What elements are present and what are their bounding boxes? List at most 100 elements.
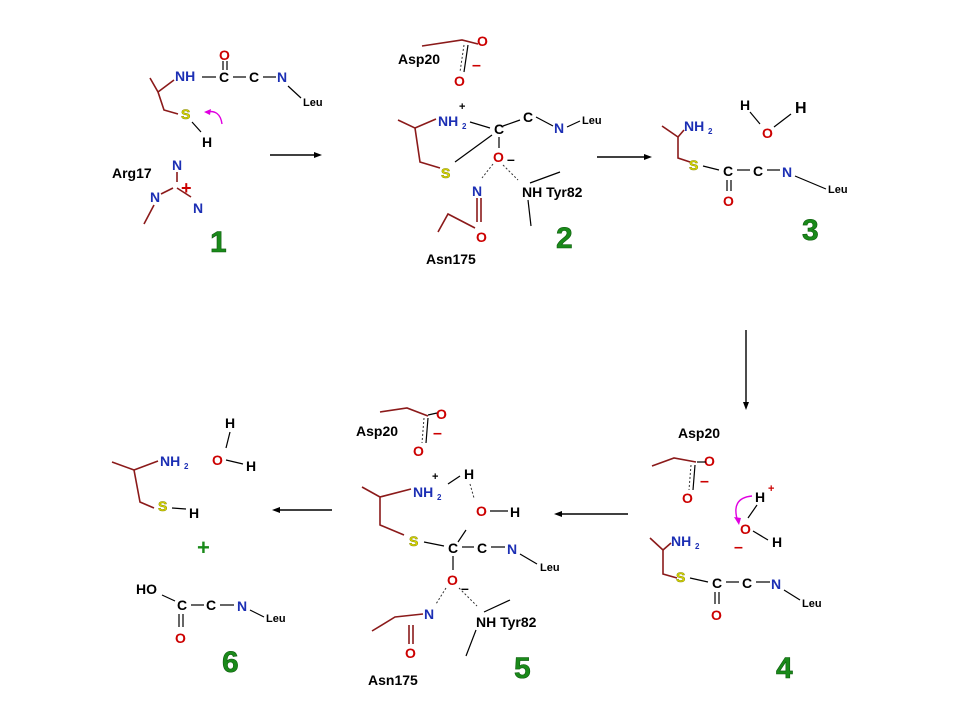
reaction-arrow-4-to-5 (554, 511, 628, 517)
atom-h: H (795, 100, 807, 117)
atom-o: O (219, 47, 230, 63)
asp20-label: Asp20 (356, 423, 398, 439)
atom-c: C (249, 69, 259, 85)
atom-c: C (723, 163, 733, 179)
step-number-6: 6 (222, 646, 239, 679)
atom-h: H (189, 505, 199, 521)
structure-6: H O H NH 2 S H + HO C O C N Leu 6 (111, 415, 286, 679)
tyr82-label: NH Tyr82 (522, 184, 583, 200)
atom-ho: HO (136, 581, 157, 597)
atom-h: H (755, 489, 765, 505)
atom-h: H (740, 97, 750, 113)
atom-n: N (771, 576, 781, 592)
atom-c: C (712, 575, 722, 591)
charge-plus: + (459, 101, 465, 113)
atom-o: O (413, 443, 424, 459)
charge-plus: + (768, 483, 774, 495)
atom-c: C (742, 575, 752, 591)
atom-nh2: NH (684, 118, 704, 134)
reaction-arrow-2-to-3 (597, 154, 652, 160)
arg17-label: Arg17 (112, 165, 152, 181)
atom-s: S (689, 157, 698, 173)
leu-label: Leu (582, 115, 602, 127)
structure-5: Asp20 O O – NH 2 + H O H S C C N Leu O –… (356, 406, 560, 688)
asp20-label: Asp20 (678, 425, 720, 441)
charge-minus: – (700, 473, 709, 490)
atom-c: C (177, 597, 187, 613)
atom-h: H (772, 534, 782, 550)
atom-nh2: NH (160, 453, 180, 469)
atom-o: O (175, 630, 186, 646)
leu-label: Leu (828, 184, 848, 196)
atom-h: H (464, 466, 474, 482)
atom-nh2: NH (671, 533, 691, 549)
step-number-1: 1 (210, 226, 227, 259)
leu-label: Leu (802, 598, 822, 610)
charge-plus: + (181, 178, 192, 198)
subscript-2: 2 (695, 542, 700, 551)
atom-o: O (476, 229, 487, 245)
step-number-5: 5 (514, 652, 531, 685)
atom-s: S (441, 165, 450, 181)
structure-1: NH C O C N Leu S H Arg17 N N N + 1 (112, 47, 323, 259)
atom-o: O (476, 503, 487, 519)
atom-s: S (676, 569, 685, 585)
atom-o: O (740, 521, 751, 537)
subscript-2: 2 (708, 127, 713, 136)
atom-n: N (507, 541, 517, 557)
atom-s: S (181, 106, 190, 122)
structure-2: Asp20 O O – NH 2 + C C N Leu S O – N O A… (397, 33, 602, 267)
charge-minus: – (433, 425, 442, 442)
step-number-3: 3 (802, 214, 819, 247)
step-number-4: 4 (776, 652, 793, 685)
atom-nh: NH (175, 68, 195, 84)
atom-o: O (447, 572, 458, 588)
atom-c: C (448, 540, 458, 556)
reaction-arrow-1-to-2 (270, 152, 322, 158)
leu-label: Leu (266, 613, 286, 625)
atom-n: N (554, 120, 564, 136)
atom-o: O (436, 406, 447, 422)
atom-o: O (477, 33, 488, 49)
atom-o: O (762, 125, 773, 141)
products-plus: + (197, 535, 210, 560)
atom-o: O (723, 193, 734, 209)
atom-c: C (219, 69, 229, 85)
atom-s: S (158, 498, 167, 514)
charge-minus: – (472, 57, 481, 74)
charge-minus: – (507, 151, 515, 167)
atom-o: O (493, 149, 504, 165)
atom-h: H (225, 415, 235, 431)
reaction-arrow-5-to-6 (272, 507, 332, 513)
reaction-arrow-3-to-4 (743, 330, 749, 410)
atom-o: O (212, 452, 223, 468)
atom-n: N (172, 157, 182, 173)
atom-c: C (477, 540, 487, 556)
atom-o: O (711, 607, 722, 623)
charge-minus: – (734, 539, 743, 556)
atom-c: C (206, 597, 216, 613)
atom-n: N (237, 598, 247, 614)
atom-o: O (704, 453, 715, 469)
atom-o: O (454, 73, 465, 89)
atom-n: N (472, 183, 482, 199)
tyr82-label: NH Tyr82 (476, 614, 537, 630)
atom-n: N (193, 200, 203, 216)
atom-c: C (494, 121, 504, 137)
atom-h: H (510, 504, 520, 520)
atom-c: C (753, 163, 763, 179)
atom-nh2: NH (413, 484, 433, 500)
structure-4: Asp20 O O – H + O H – NH 2 S C O C N Leu… (649, 425, 822, 685)
subscript-2: 2 (462, 122, 467, 131)
leu-label: Leu (303, 97, 323, 109)
structure-3: H O H NH 2 S C O C N Leu 3 (661, 97, 848, 247)
asp20-label: Asp20 (398, 51, 440, 67)
charge-minus: – (461, 580, 469, 596)
atom-o: O (682, 490, 693, 506)
asn175-label: Asn175 (426, 251, 476, 267)
subscript-2: 2 (184, 462, 189, 471)
subscript-2: 2 (437, 493, 442, 502)
atom-c: C (523, 109, 533, 125)
asn175-label: Asn175 (368, 672, 418, 688)
